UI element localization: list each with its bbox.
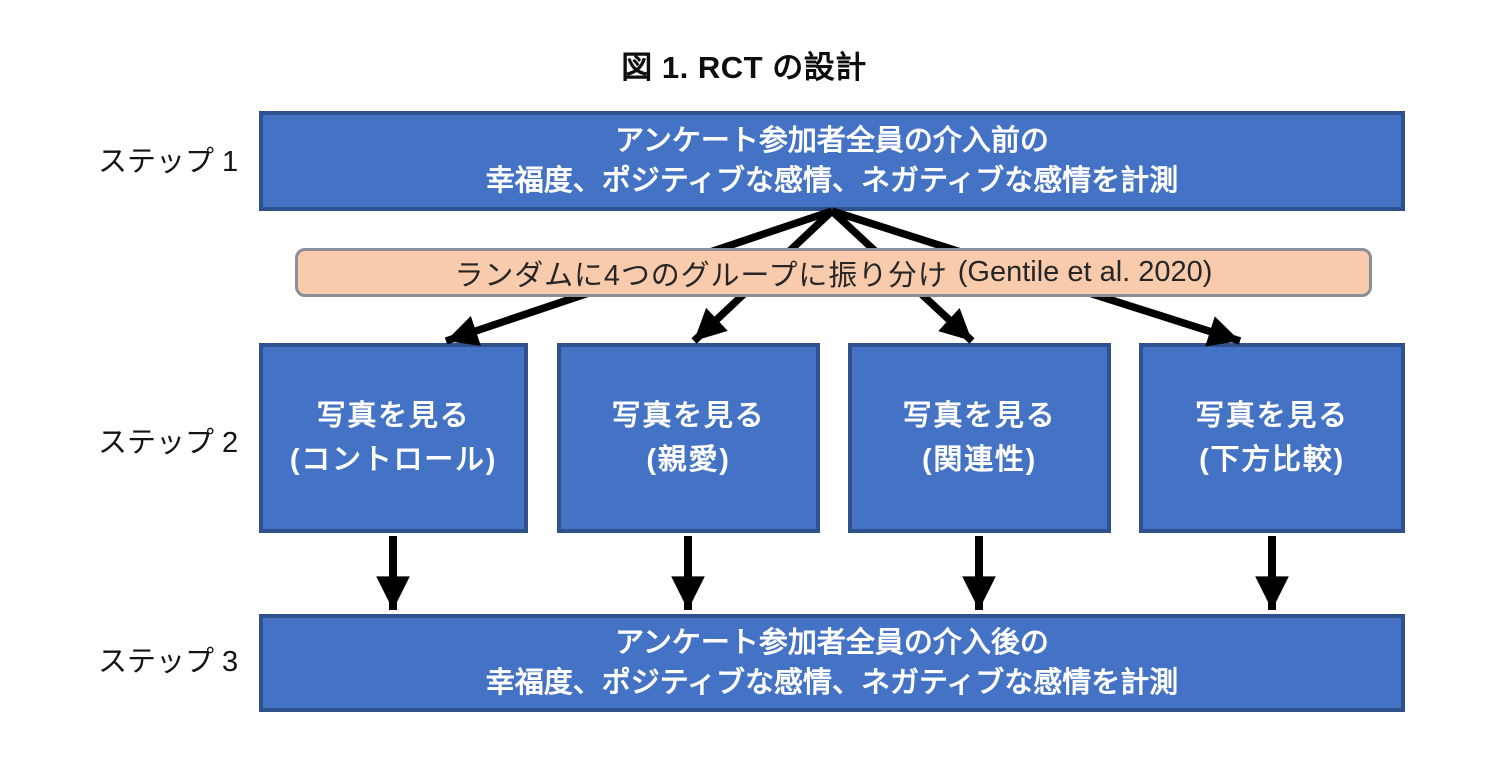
group-box-downward-comparison-line2: (下方比較): [1199, 444, 1345, 476]
pre-measurement-box: アンケート参加者全員の介入前の 幸福度、ポジティブな感情、ネガティブな感情を計測: [259, 111, 1405, 211]
pre-measurement-line2: 幸福度、ポジティブな感情、ネガティブな感情を計測: [485, 165, 1179, 197]
group-box-relevance-line1: 写真を見る: [902, 400, 1057, 432]
figure-title: 図 1. RCT の設計: [621, 50, 867, 85]
step-label-3: ステップ 3: [98, 646, 239, 678]
randomization-note-text: ランダムに4つのグループに振り分け: [454, 259, 948, 292]
group-box-affection: 写真を見る (親愛): [557, 343, 820, 533]
group-box-control: 写真を見る (コントロール): [259, 343, 528, 533]
group-box-relevance-line2: (関連性): [921, 444, 1037, 476]
group-box-affection-line1: 写真を見る: [611, 400, 766, 432]
pre-measurement-line1: アンケート参加者全員の介入前の: [615, 125, 1049, 157]
group-box-control-line1: 写真を見る: [316, 400, 471, 432]
post-measurement-line2: 幸福度、ポジティブな感情、ネガティブな感情を計測: [485, 667, 1179, 699]
step-label-2: ステップ 2: [98, 427, 239, 459]
down-arrows: [376, 536, 1289, 610]
group-box-relevance: 写真を見る (関連性): [848, 343, 1111, 533]
group-box-downward-comparison-line1: 写真を見る: [1195, 400, 1349, 432]
randomization-note-citation: (Gentile et al. 2020): [957, 256, 1213, 288]
group-box-control-line2: (コントロール): [289, 444, 498, 476]
group-box-affection-line2: (親愛): [646, 444, 731, 476]
post-measurement-line1: アンケート参加者全員の介入後の: [615, 627, 1049, 659]
post-measurement-box: アンケート参加者全員の介入後の 幸福度、ポジティブな感情、ネガティブな感情を計測: [259, 614, 1405, 712]
group-box-downward-comparison: 写真を見る (下方比較): [1139, 343, 1405, 533]
randomization-note: ランダムに4つのグループに振り分け (Gentile et al. 2020): [295, 248, 1372, 297]
step-label-1: ステップ 1: [98, 146, 239, 178]
